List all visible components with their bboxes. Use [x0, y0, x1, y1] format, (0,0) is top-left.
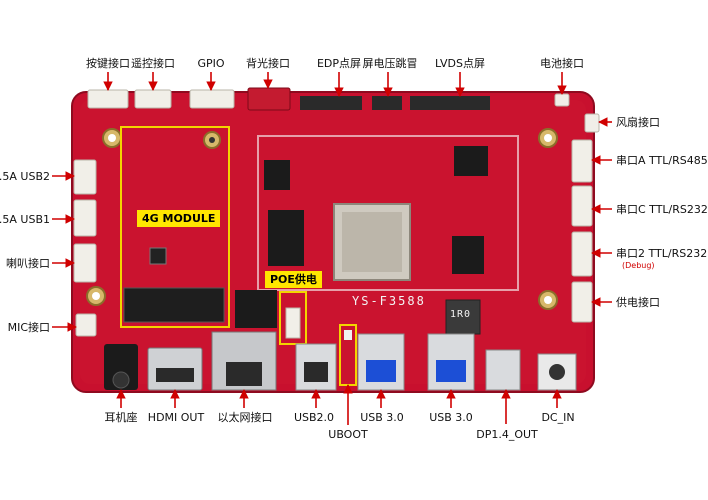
label-usb30-a: USB 3.0 [360, 411, 404, 424]
label-uboot: UBOOT [328, 428, 368, 441]
module-4g-slot [123, 287, 225, 323]
label-fan-port: 风扇接口 [616, 116, 660, 129]
edp-header [300, 96, 362, 110]
label-backlight-port: 背光接口 [246, 57, 290, 70]
label-usb30-b: USB 3.0 [429, 411, 473, 424]
module-4g-region [120, 126, 230, 328]
mounting-holes [86, 128, 558, 310]
label-uart-2: 串口2 TTL/RS232 [616, 247, 708, 260]
silk-inductor: 1R0 [450, 309, 472, 320]
label-gpio: GPIO [197, 57, 225, 70]
label-edp-screen: EDP点屏 [316, 57, 362, 70]
label-usb20: USB2.0 [293, 411, 335, 424]
right-connectors [571, 139, 593, 323]
poe-region [279, 291, 307, 345]
label-power-supply-port: 供电接口 [616, 296, 660, 309]
silk-board-model: YS-F3588 [352, 294, 426, 308]
ethernet-phy-chip [235, 290, 277, 328]
jumper-header [372, 96, 402, 110]
label-dp14-out: DP1.4_OUT [476, 428, 538, 441]
ram-chip-2 [452, 236, 484, 274]
label-screen-voltage-jumper: 屏电压跳冒 [362, 57, 418, 70]
label-dc-in: DC_IN [541, 411, 575, 424]
ram-chip-1 [268, 210, 304, 266]
label-battery-port: 电池接口 [540, 57, 584, 70]
label-remote-port: 遥控接口 [131, 57, 175, 70]
label-earphone-jack: 耳机座 [104, 411, 138, 424]
label-mic-port: MIC接口 [7, 321, 50, 334]
label-button-port: 按键接口 [86, 57, 130, 70]
tag-poe-power: POE供电 [265, 271, 322, 288]
label-ethernet-port: 以太网接口 [217, 411, 273, 424]
label-lvds-screen: LVDS点屏 [435, 57, 485, 70]
backlight-connector [247, 87, 291, 111]
left-connectors [73, 159, 97, 337]
label-usb2-15a: 1.5A USB2 [0, 170, 50, 183]
label-uart-a: 串口A TTL/RS485 [616, 154, 708, 167]
callout-lines [52, 72, 612, 425]
label-hdmi-out: HDMI OUT [147, 411, 205, 424]
uboot-button [344, 330, 352, 340]
pmic-chip [454, 146, 488, 176]
label-uart-c: 串口C TTL/RS232 [616, 203, 708, 216]
top-connectors [87, 89, 600, 133]
label-usb1-15a: 1.5A USB1 [0, 213, 50, 226]
emmc-chip [264, 160, 290, 190]
poe-connector [285, 307, 301, 339]
lvds-header [410, 96, 490, 110]
dp-connector [485, 349, 521, 391]
earphone-jack-body [104, 344, 138, 390]
label-uart-2-debug: (Debug) [622, 261, 655, 270]
module-4g-button [149, 247, 167, 265]
core-module-outline [257, 135, 519, 291]
tag-4g-module: 4G MODULE [137, 210, 221, 227]
label-speaker-port: 喇叭接口 [6, 257, 50, 270]
inductor [445, 299, 481, 335]
